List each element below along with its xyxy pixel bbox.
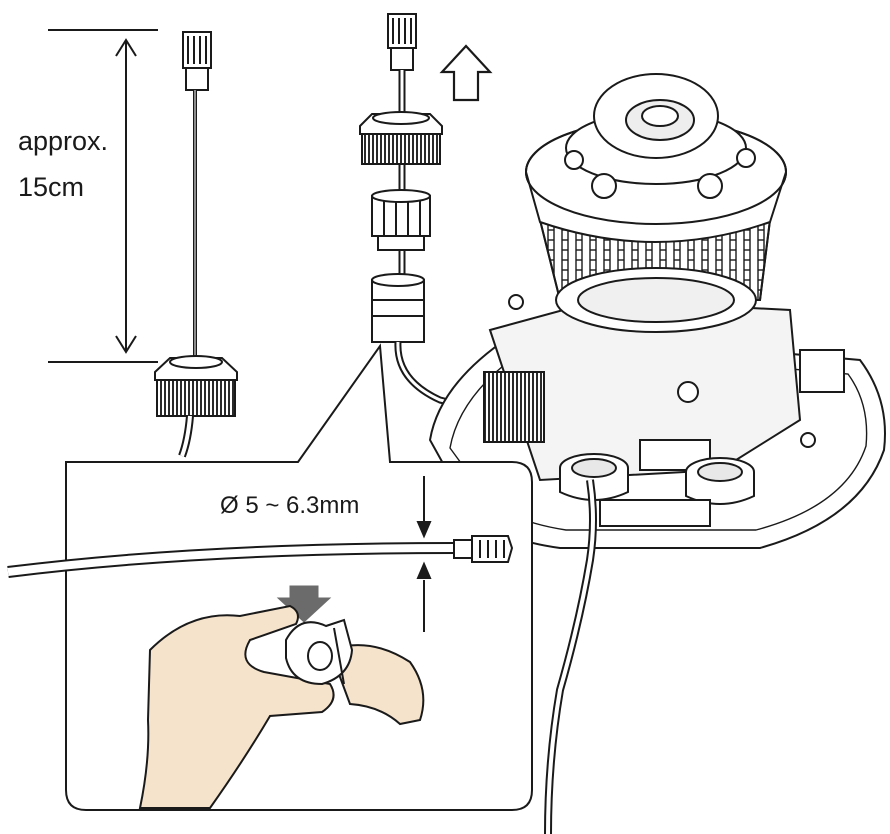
- exploded-gland-stack: [359, 13, 521, 424]
- length-label-line2: 15cm: [18, 172, 85, 202]
- rj45-plug-icon: [453, 535, 514, 563]
- diameter-dimension: [416, 476, 432, 632]
- diameter-label: Ø 5 ~ 6.3mm: [220, 492, 360, 519]
- length-label-line1: approx.: [18, 126, 109, 156]
- cable-detail: [7, 535, 514, 578]
- camera-module: [428, 73, 886, 549]
- rj45-plug-icon: [182, 31, 212, 91]
- length-dimension: [48, 29, 158, 363]
- length-label: approx. 15cm: [18, 118, 108, 210]
- rj45-plug-icon: [387, 13, 417, 71]
- cable-with-gland-left: [154, 31, 238, 458]
- up-arrow-icon: [439, 44, 493, 102]
- hands-fitting-seal: [138, 604, 425, 809]
- down-arrow-icon: [276, 585, 332, 623]
